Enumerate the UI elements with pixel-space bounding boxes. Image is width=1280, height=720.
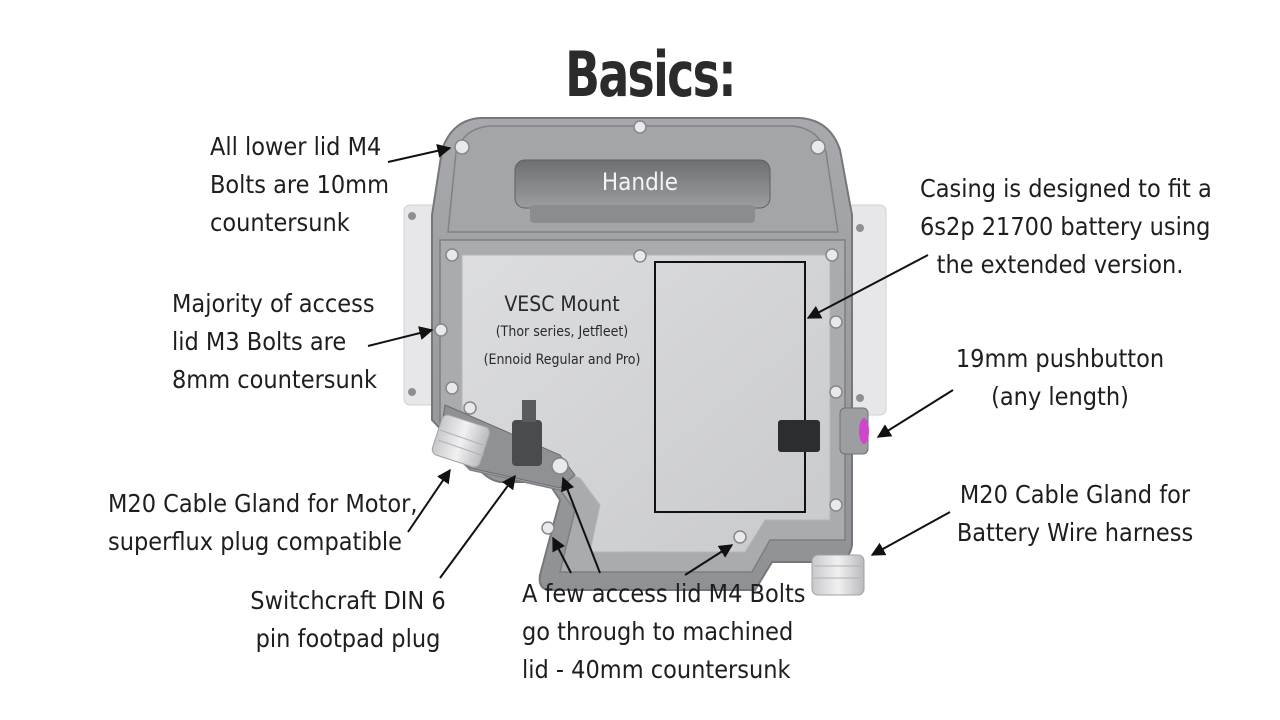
arrow-m4-bolt-b — [561, 476, 601, 574]
annotation-line: the extended version. — [936, 250, 1184, 279]
annotation-pushbutton: 19mm pushbutton (any length) — [950, 340, 1170, 416]
annotation-access-lid-bolts: Majority of access lid M3 Bolts are 8mm … — [172, 285, 377, 399]
annotation-line: (any length) — [991, 382, 1129, 411]
annotation-line: A few access lid M4 Bolts — [522, 579, 806, 608]
annotation-line: Majority of access — [172, 289, 375, 318]
bolts — [434, 120, 843, 544]
arrow-lower-lid — [387, 143, 452, 163]
motor-cable-gland — [431, 414, 491, 468]
annotation-line: 6s2p 21700 battery using — [920, 212, 1211, 241]
annotation-line: Bolts are 10mm — [210, 170, 390, 199]
annotation-motor-gland: M20 Cable Gland for Motor, superflux plu… — [108, 485, 418, 561]
annotation-casing: Casing is designed to fit a 6s2p 21700 b… — [920, 170, 1212, 284]
annotation-line: 8mm countersunk — [172, 365, 378, 394]
battery-cable-gland — [811, 554, 865, 596]
page-title: Basics: — [565, 38, 736, 111]
callout-arrows — [367, 143, 954, 579]
annotation-line: pin footpad plug — [255, 624, 441, 653]
annotation-line: lid - 40mm countersunk — [522, 655, 791, 684]
annotation-line: 19mm pushbutton — [955, 344, 1165, 373]
arrow-casing — [806, 254, 929, 319]
arrow-pushbutton — [876, 389, 954, 438]
annotation-line: M20 Cable Gland for Motor, — [108, 489, 418, 518]
handle-recess — [514, 159, 771, 223]
annotation-m4-bolts: A few access lid M4 Bolts go through to … — [522, 575, 806, 689]
annotation-line: Battery Wire harness — [956, 518, 1194, 547]
annotation-line: superflux plug compatible — [108, 527, 402, 556]
handle-label: Handle — [601, 168, 679, 196]
arrow-m4-bolt-a — [552, 536, 572, 574]
vesc-mount-title: VESC Mount — [504, 292, 620, 316]
arrow-motor-gland — [407, 468, 451, 533]
annotation-battery-gland: M20 Cable Gland for Battery Wire harness — [950, 476, 1200, 552]
arrow-battery-gland — [870, 511, 951, 556]
annotation-line: go through to machined — [522, 617, 794, 646]
annotation-din-plug: Switchcraft DIN 6 pin footpad plug — [248, 582, 448, 658]
annotation-line: lid M3 Bolts are — [172, 327, 347, 356]
annotation-line: countersunk — [210, 208, 350, 237]
pushbutton — [778, 407, 869, 455]
annotation-line: All lower lid M4 — [210, 132, 382, 161]
arrow-access-lid — [367, 326, 434, 347]
vesc-mount-line2: (Ennoid Regular and Pro) — [483, 352, 641, 368]
annotation-line: Switchcraft DIN 6 — [250, 586, 446, 615]
annotation-line: Casing is designed to fit a — [920, 174, 1212, 203]
vesc-mount-line1: (Thor series, Jetfleet) — [495, 324, 629, 340]
arrow-din-plug — [439, 474, 516, 579]
arrow-m4-bolt-c — [684, 544, 734, 576]
annotation-lower-lid-bolts: All lower lid M4 Bolts are 10mm counters… — [210, 128, 389, 242]
battery-outline — [654, 261, 806, 513]
annotation-line: M20 Cable Gland for — [959, 480, 1191, 509]
